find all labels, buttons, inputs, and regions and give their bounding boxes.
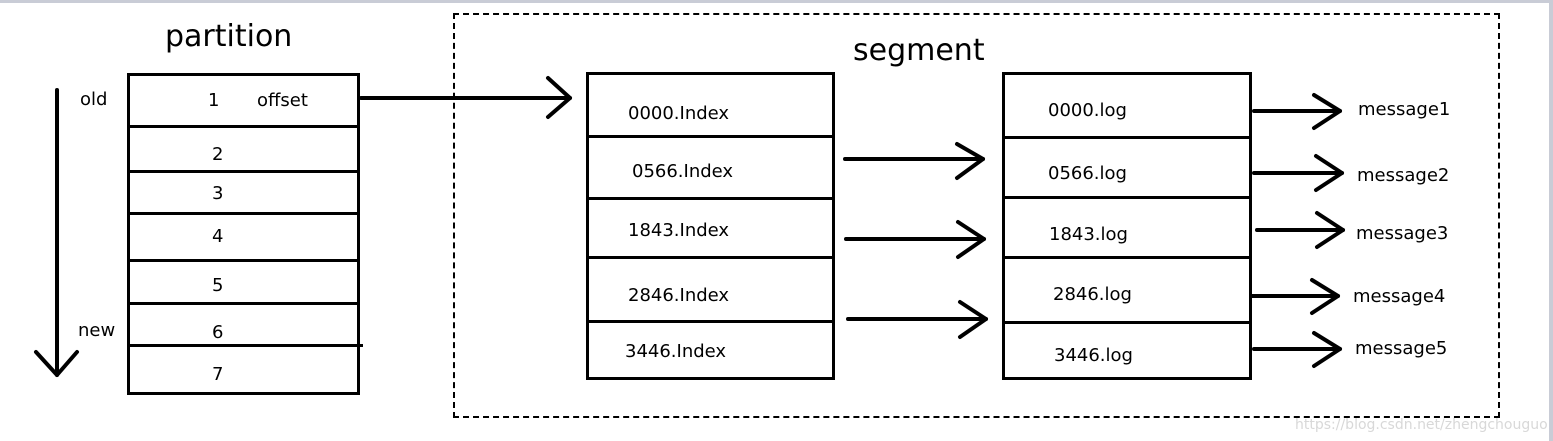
log-to-message-arrow — [1254, 156, 1342, 190]
watermark: https://blog.csdn.net/zhengchouguo — [1295, 418, 1548, 432]
log-to-message-arrow — [1252, 280, 1338, 313]
old-to-new-arrow — [36, 90, 77, 375]
index-to-log-arrow — [848, 302, 986, 337]
index-to-log-arrow — [846, 222, 984, 257]
log-to-message-arrow — [1254, 95, 1340, 128]
index-to-log-arrow — [845, 144, 983, 178]
log-to-message-arrow — [1257, 213, 1343, 247]
partition-to-segment-arrow — [361, 78, 570, 117]
log-to-message-arrow — [1254, 333, 1340, 366]
